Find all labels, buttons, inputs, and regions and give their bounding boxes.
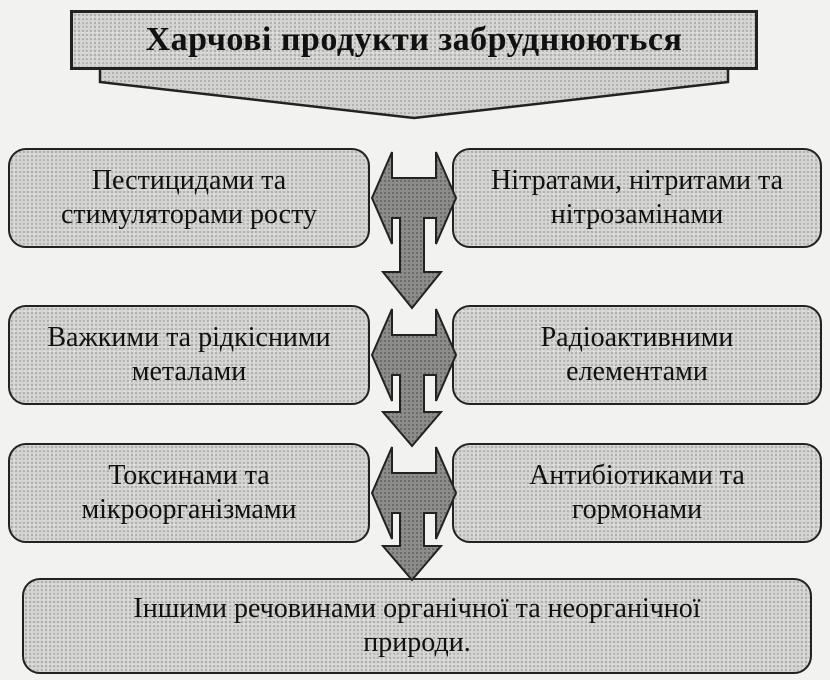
box-nitrates: Нітратами, нітритами та нітрозамінами bbox=[452, 148, 822, 248]
box-nitrates-label: Нітратами, нітритами та нітрозамінами bbox=[490, 165, 784, 230]
box-heavy-metals-label: Важкими та рідкісними металами bbox=[47, 322, 331, 387]
box-radioactive: Радіоактивними елементами bbox=[452, 305, 822, 405]
box-toxins: Токсинами та мікроорганізмами bbox=[8, 443, 370, 543]
connector-row-1 bbox=[370, 151, 458, 310]
box-pesticides: Пестицидами та стимуляторами росту bbox=[8, 148, 370, 248]
box-heavy-metals: Важкими та рідкісними металами bbox=[8, 305, 370, 405]
title-box: Харчові продукти забруднюються bbox=[70, 10, 758, 70]
box-pesticides-label: Пестицидами та стимуляторами росту bbox=[61, 165, 317, 230]
connector-row-3 bbox=[370, 446, 458, 582]
box-toxins-label: Токсинами та мікроорганізмами bbox=[81, 460, 297, 525]
box-antibiotics-label: Антибіотиками та гормонами bbox=[529, 460, 745, 525]
box-radioactive-label: Радіоактивними елементами bbox=[540, 322, 734, 387]
box-other-substances-label: Іншими речовинами органічної та неоргані… bbox=[133, 593, 701, 658]
diagram-title: Харчові продукти забруднюються bbox=[145, 21, 683, 58]
box-antibiotics: Антибіотиками та гормонами bbox=[452, 443, 822, 543]
box-other-substances: Іншими речовинами органічної та неоргані… bbox=[22, 578, 812, 674]
connector-row-2 bbox=[370, 308, 458, 448]
